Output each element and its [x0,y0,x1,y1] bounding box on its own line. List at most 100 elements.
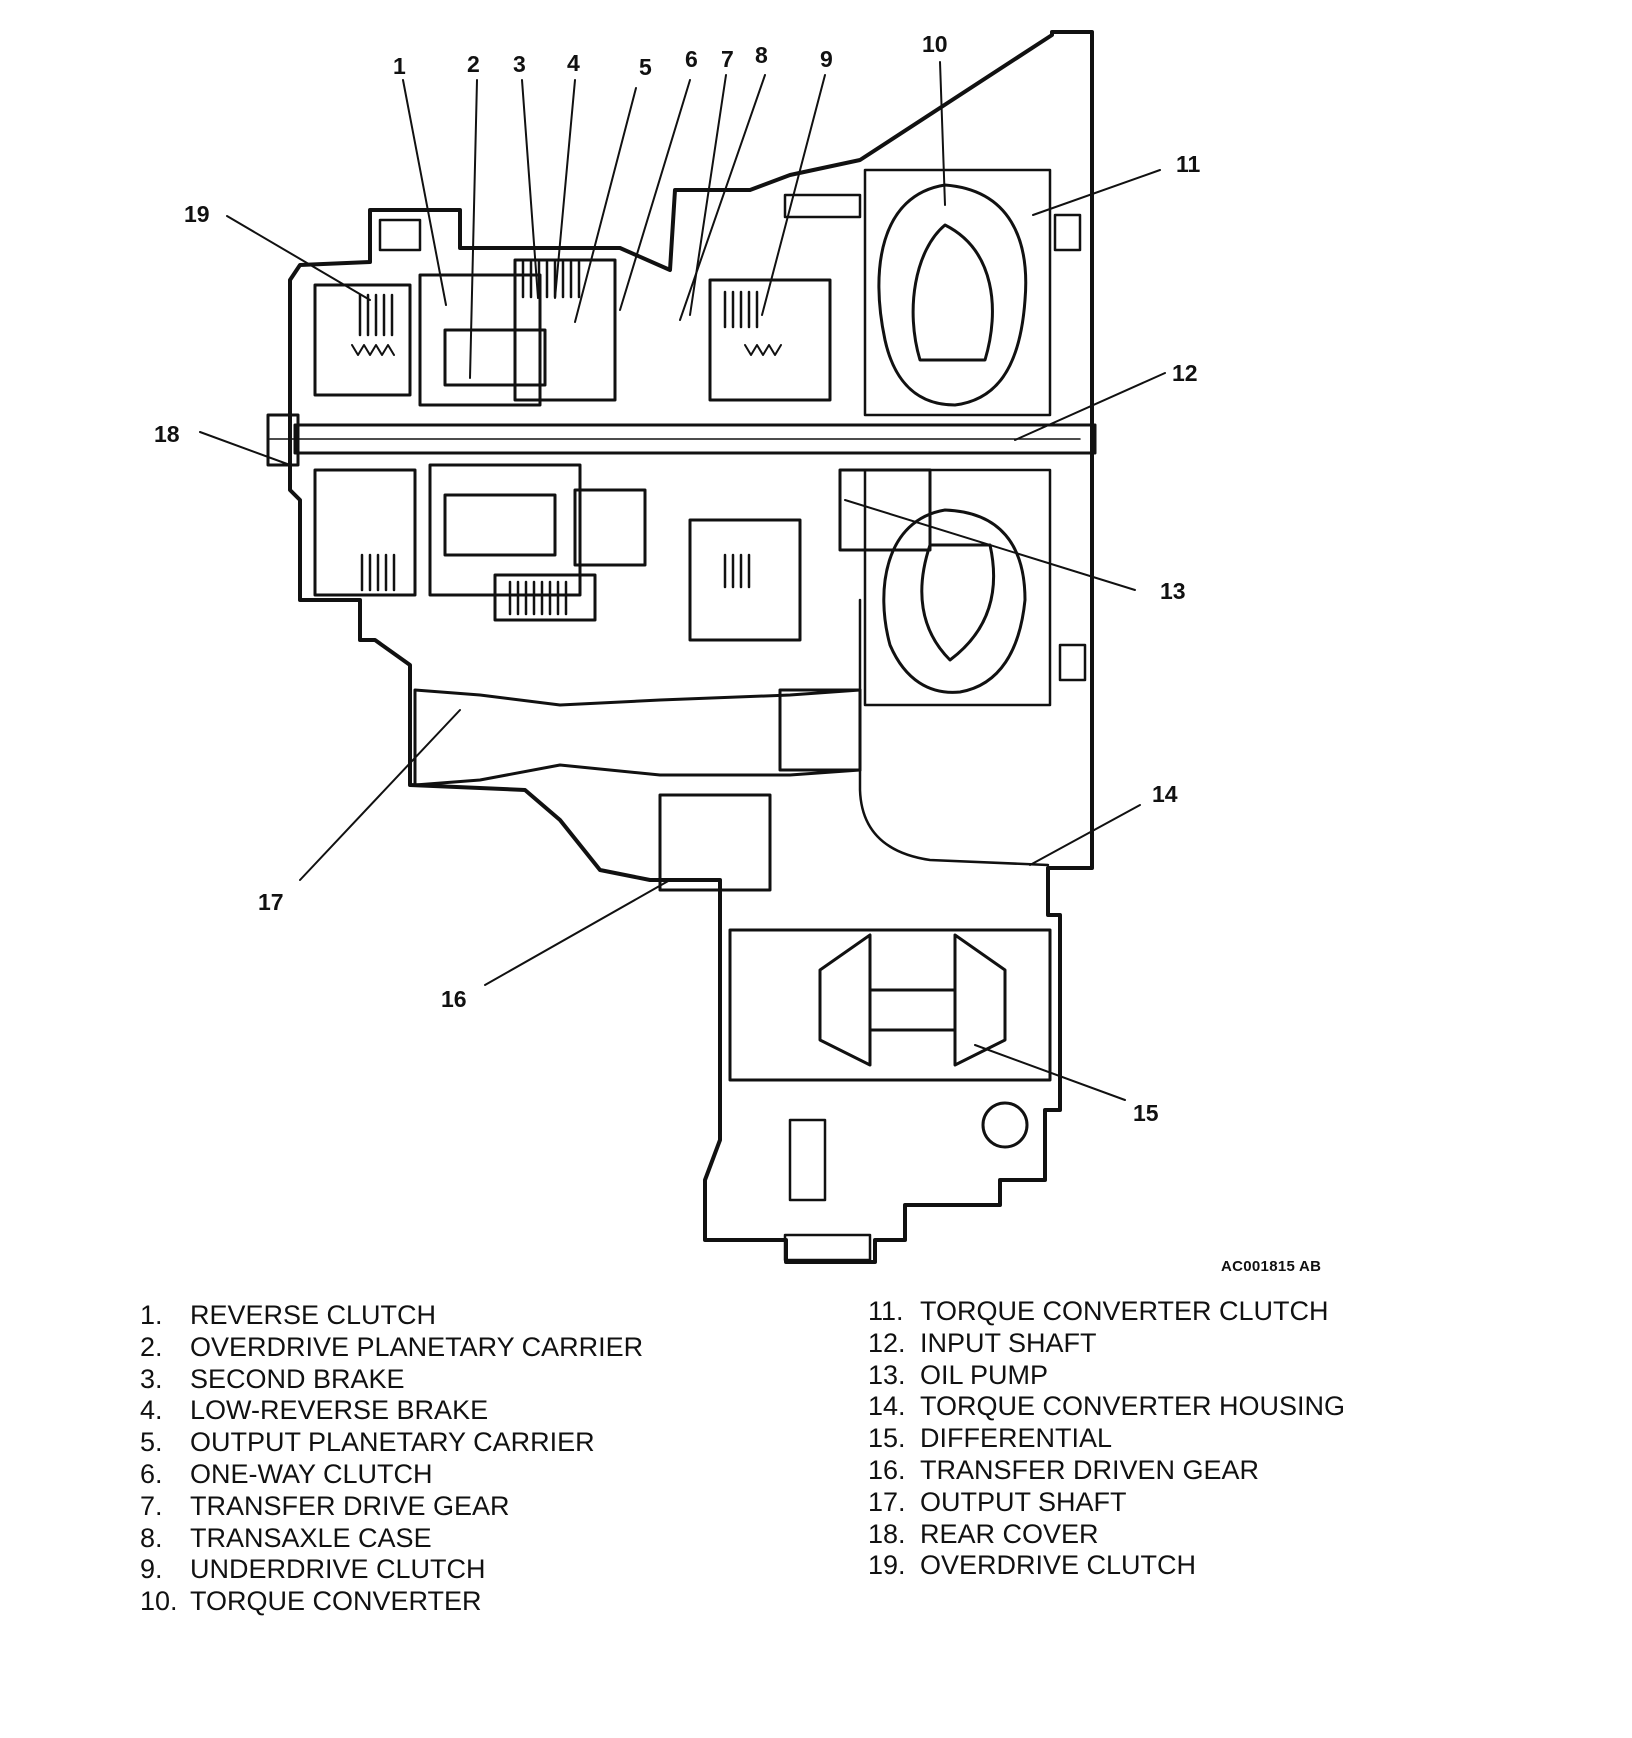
legend-item-label: OIL PUMP [920,1359,1049,1390]
lower-clutch-frame [313,468,417,597]
return-spring-2 [744,344,782,356]
planetary-carrier-lower [443,493,557,557]
overdrive-clutch-frame [313,283,412,397]
legend-item: 9.UNDERDRIVE CLUTCH [140,1554,643,1586]
legend-item-number: 18. [868,1518,906,1549]
callout-17: 17 [258,889,284,915]
figure-code: AC001815 AB [1221,1258,1322,1275]
differential-case [728,928,1052,1082]
legend-item-number: 8. [140,1522,163,1553]
lower-brake-frame [493,573,597,622]
return-spring-1 [351,344,395,356]
differential-pinion-shaft [868,988,957,1032]
legend-item: 19.OVERDRIVE CLUTCH [868,1550,1345,1582]
callout-3: 3 [513,51,526,77]
callout-10: 10 [922,31,948,57]
callout-8: 8 [755,42,768,68]
callout-1: 1 [393,53,406,79]
legend-item-number: 3. [140,1363,163,1394]
legend-item: 5. OUTPUT PLANETARY CARRIER [140,1427,643,1459]
legend-item-number: 12. [868,1327,906,1358]
differential-side-gear-left [818,933,872,1067]
callout-5: 5 [639,54,652,80]
legend-right: 11. TORQUE CONVERTER CLUTCH 12. INPUT SHAFT… [868,1296,1345,1582]
legend-item-number: 1. [140,1300,163,1330]
legend-item: 10. TORQUE CONVERTER [140,1586,643,1618]
torque-converter-housing [863,168,1052,417]
lower-planetary-frame [428,463,582,597]
legend-item-number: 14. [868,1391,906,1422]
legend-item: 18. REAR COVER [868,1519,1345,1551]
legend-item-label: TORQUE CONVERTER CLUTCH [920,1296,1329,1326]
torque-converter-housing-lower [863,468,1052,707]
legend-item-number: 6. [140,1458,163,1489]
legend-item-label: OVERDRIVE PLANETARY CARRIER [190,1331,644,1362]
legend-item: 7.TRANSFER DRIVE GEAR [140,1491,643,1523]
legend-item: 15. DIFFERENTIAL [868,1423,1345,1455]
differential-bearing-plug [981,1101,1029,1149]
planetary-carrier-upper [443,328,547,387]
legend-left: 1. REVERSE CLUTCH 2. OVERDRIVE PLANETARY CA… [140,1300,643,1618]
legend-item-label: UNDERDRIVE CLUTCH [190,1554,486,1585]
legend-item: 2. OVERDRIVE PLANETARY CARRIER [140,1332,643,1364]
legend-item-number: 13. [868,1359,906,1390]
torque-converter-upper [877,183,1028,407]
legend-item-label: OUTPUT SHAFT [920,1486,1127,1517]
case-bolts [378,193,1087,1262]
callout-14: 14 [1152,781,1178,807]
legend-item-label: SECOND BRAKE [190,1363,405,1394]
callout-9: 9 [820,46,833,72]
callout-2: 2 [467,51,480,77]
legend-item-label: REAR COVER [920,1518,1099,1549]
torque-converter-lower [882,508,1027,694]
legend-item-label: DIFFERENTIAL [920,1423,1113,1454]
legend-item-number: 11. [868,1296,904,1326]
transaxle-case-outline [288,30,1094,1264]
legend-item: 3. SECOND BRAKE [140,1364,643,1396]
legend-item-label: INPUT SHAFT [920,1327,1097,1358]
callout-15: 15 [1133,1100,1159,1126]
legend-item-label: TRANSFER DRIVE GEAR [190,1490,510,1521]
callout-4: 4 [567,50,580,76]
housing-wall [858,598,1050,867]
output-carrier-lower [573,488,647,567]
legend-item-label: LOW-REVERSE BRAKE [190,1395,489,1426]
transfer-gear-hub [688,518,802,642]
friction-discs [358,260,759,616]
legend-item-number: 15. [868,1423,906,1454]
legend-item-number: 2. [140,1331,163,1362]
legend-item-label: TRANSAXLE CASE [190,1522,432,1553]
rear-cover-stub [266,413,300,467]
legend-item: 1. REVERSE CLUTCH [140,1300,643,1332]
legend-item: 14.TORQUE CONVERTER HOUSING [868,1391,1345,1423]
legend-item-label: OUTPUT PLANETARY CARRIER [190,1427,595,1458]
legend-item-label: TRANSFER DRIVEN GEAR [920,1454,1260,1485]
torque-converter-upper-inner [911,223,994,362]
legend-item-number: 17. [868,1486,906,1517]
underdrive-clutch-frame [708,278,832,402]
legend-item: 8. TRANSAXLE CASE [140,1523,643,1555]
legend-item: 6. ONE-WAY CLUTCH [140,1459,643,1491]
legend-item-label: TORQUE CONVERTER [190,1586,482,1617]
legend-item-number: 5. [140,1427,163,1458]
callout-7: 7 [721,46,734,72]
legend-item-number: 16. [868,1454,906,1485]
torque-converter-lower-inner [920,543,996,662]
callout-13: 13 [1160,578,1186,604]
legend-item: 17. OUTPUT SHAFT [868,1487,1345,1519]
leader-lines [199,61,1166,1101]
legend-item-number: 10. [140,1586,178,1617]
legend-item-label: OVERDRIVE CLUTCH [920,1550,1197,1581]
transfer-driven-gear [658,793,772,892]
differential-side-gear-right [953,933,1007,1067]
legend-item-number: 4. [140,1395,163,1426]
callout-16: 16 [441,986,467,1012]
legend-item-label: ONE-WAY CLUTCH [190,1458,433,1489]
legend-item: 12. INPUT SHAFT [868,1328,1345,1360]
callout-18: 18 [154,421,180,447]
legend-item-label: REVERSE CLUTCH [190,1300,437,1330]
legend-item: 11. TORQUE CONVERTER CLUTCH [868,1296,1345,1328]
legend-item: 16. TRANSFER DRIVEN GEAR [868,1455,1345,1487]
reverse-clutch-frame [418,273,542,407]
